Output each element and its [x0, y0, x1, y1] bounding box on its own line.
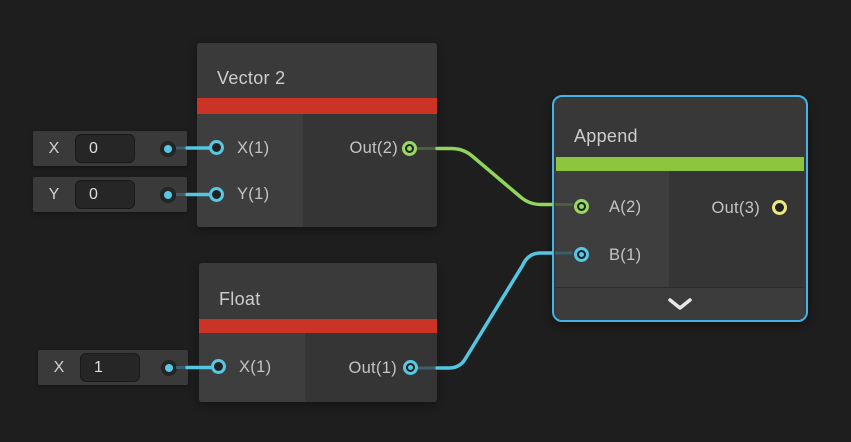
widget-y-box — [75, 180, 135, 209]
widget-float-x-input[interactable] — [81, 354, 139, 381]
port-float-x1-label: X(1) — [239, 358, 272, 376]
node-append-input-panel — [556, 171, 669, 287]
wire-float-out1-to-append-b1[interactable] — [435, 251, 554, 370]
widget-x-label: X — [48, 140, 60, 157]
port-append-b1[interactable] — [574, 247, 589, 262]
widget-y-label: Y — [48, 186, 60, 203]
node-vector2-accent-bar — [197, 98, 437, 114]
port-float-out1-label: Out(1) — [348, 359, 397, 377]
widget-y-input[interactable] — [76, 181, 134, 208]
port-vector2-out2-label: Out(2) — [349, 139, 398, 157]
node-append-output-panel — [669, 171, 804, 287]
port-append-b1-label: B(1) — [609, 246, 642, 264]
node-vector2-input-panel — [197, 114, 303, 227]
port-append-a2-label: A(2) — [609, 198, 642, 216]
node-float[interactable]: Float X(1) Out(1) — [199, 263, 437, 402]
node-vector2-header[interactable]: Vector 2 — [197, 43, 437, 98]
node-float-header[interactable]: Float — [199, 263, 437, 319]
node-float-title: Float — [219, 289, 261, 309]
node-append[interactable]: Append A(2) B(1) Out(3) — [552, 95, 808, 322]
widget-x-connector-dot[interactable] — [160, 140, 176, 157]
node-append-expander[interactable] — [556, 287, 804, 320]
node-append-title: Append — [574, 126, 638, 146]
port-vector2-x1-label: X(1) — [237, 139, 270, 157]
widget-float-x-box — [80, 353, 140, 382]
widget-y-connector-dot[interactable] — [160, 186, 176, 203]
widget-x-box — [75, 134, 135, 163]
port-vector2-y1-label: Y(1) — [237, 185, 270, 203]
node-vector2-title: Vector 2 — [217, 68, 286, 88]
widget-float-x-label: X — [53, 359, 65, 376]
widget-row-vector2-x: X — [33, 131, 187, 166]
widget-row-vector2-y: Y — [33, 177, 187, 212]
node-vector2[interactable]: Vector 2 X(1) Y(1) Out(2) — [197, 43, 437, 227]
port-append-out3-label: Out(3) — [711, 199, 760, 217]
widget-float-x-connector-dot[interactable] — [161, 359, 177, 376]
node-float-accent-bar — [199, 319, 437, 333]
port-append-a2[interactable] — [574, 199, 589, 214]
port-vector2-out2[interactable] — [402, 141, 417, 156]
port-append-out3[interactable] — [772, 200, 787, 215]
chevron-down-icon — [668, 298, 692, 310]
wire-vector2-out2-to-append-a2[interactable] — [435, 146, 554, 207]
widget-x-input[interactable] — [76, 135, 134, 162]
widget-row-float-x: X — [38, 350, 188, 385]
node-vector2-output-panel — [303, 114, 437, 227]
port-float-out1[interactable] — [403, 360, 418, 375]
node-append-accent-bar — [556, 157, 804, 171]
node-append-header[interactable]: Append — [556, 99, 804, 157]
